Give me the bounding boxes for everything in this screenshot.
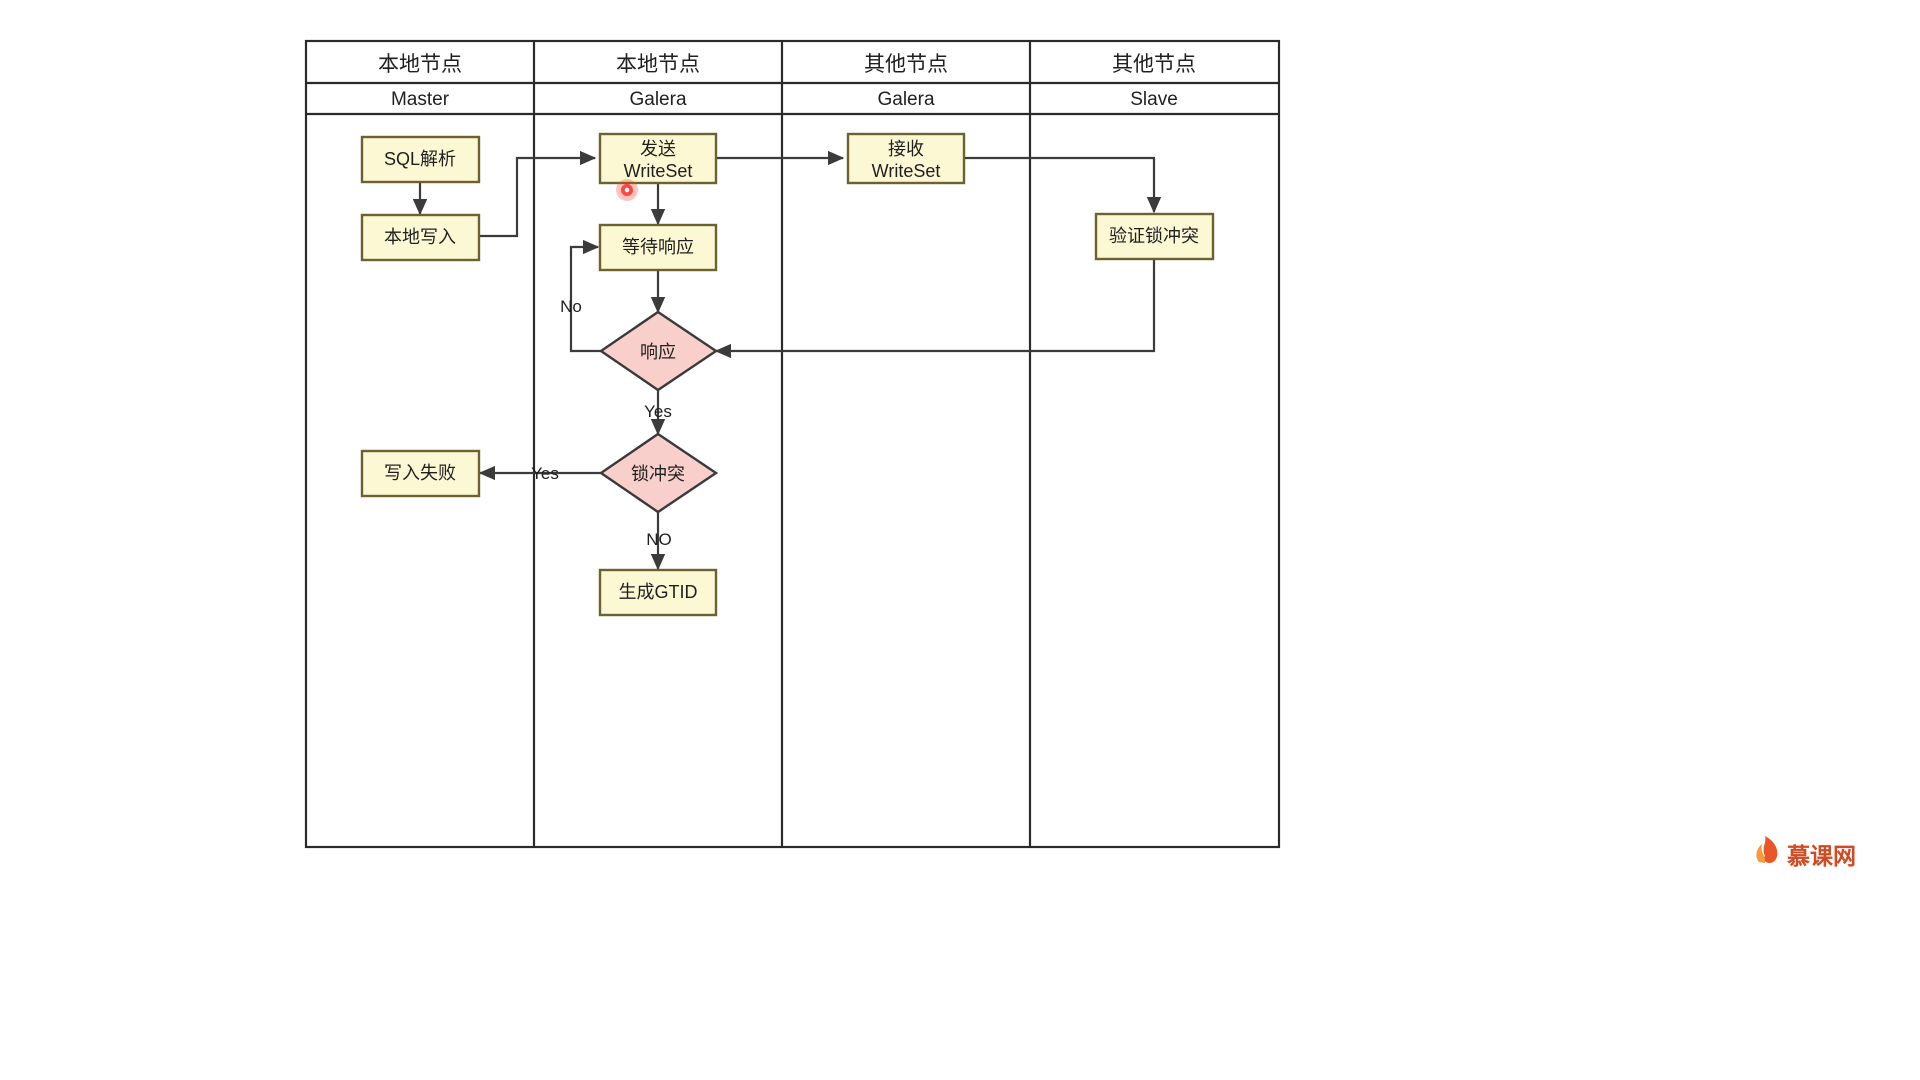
lane-title-galera-other: 其他节点 [864, 53, 948, 76]
node-write-fail[interactable]: 写入失败 [360, 449, 481, 498]
lane-subtitle-galera-other: Galera [877, 89, 934, 110]
node-sql-parse-label: SQL解析 [384, 149, 456, 169]
flame-inner-icon [1756, 844, 1766, 863]
edge-resp-no-to-waitresp [569, 239, 601, 353]
node-wait-response-label: 等待响应 [622, 237, 694, 257]
edge-label-yes-lock: Yes [531, 464, 559, 483]
swimlane-frame [304, 39, 1281, 849]
edge-labels: No Yes Yes NO [531, 297, 672, 549]
edge-localwrite-to-sendws [479, 150, 597, 238]
cursor-center [624, 187, 630, 193]
node-receive-writeset-label-line1: 接收 [888, 139, 924, 159]
node-send-writeset-label-line1: 发送 [640, 139, 676, 159]
node-write-fail-label: 写入失败 [384, 463, 456, 483]
node-send-writeset-shape[interactable] [598, 132, 718, 185]
lane-title-galera-local: 本地节点 [616, 53, 700, 76]
node-generate-gtid-label: 生成GTID [619, 582, 698, 602]
node-generate-gtid[interactable]: 生成GTID [598, 568, 718, 617]
lane-subtitle-galera-local: Galera [629, 89, 686, 110]
watermark: 慕课网 [1756, 836, 1856, 869]
lane-subtitle-master: Master [391, 89, 450, 110]
node-lock-conflict-decision-shape[interactable] [598, 432, 719, 514]
watermark-text: 慕课网 [1786, 843, 1856, 869]
edge-recvws-to-verifylock [965, 156, 1162, 214]
node-lock-conflict-decision[interactable]: 锁冲突 [598, 432, 719, 514]
edge-label-yes-resp: Yes [644, 402, 672, 421]
node-receive-writeset-shape[interactable] [846, 132, 966, 185]
node-sql-parse-shape[interactable] [360, 135, 481, 184]
node-local-write-shape[interactable] [360, 213, 481, 262]
lane-title-master: 本地节点 [378, 53, 462, 76]
lane-outer-border [304, 39, 1281, 849]
edge-verifylock-to-resp [714, 260, 1156, 359]
lane-title-slave: 其他节点 [1112, 53, 1196, 76]
node-verify-lock-conflict[interactable]: 验证锁冲突 [1094, 212, 1215, 261]
node-sql-parse[interactable]: SQL解析 [360, 135, 481, 184]
cursor-click-indicator [616, 179, 638, 201]
node-send-writeset[interactable]: 发送 WriteSet [598, 132, 718, 185]
node-write-fail-shape[interactable] [360, 449, 481, 498]
node-lock-conflict-decision-label: 锁冲突 [631, 464, 685, 484]
node-local-write[interactable]: 本地写入 [360, 213, 481, 262]
node-verify-lock-conflict-label: 验证锁冲突 [1109, 226, 1199, 246]
node-receive-writeset[interactable]: 接收 WriteSet [846, 132, 966, 185]
edge-label-no-lock: NO [646, 530, 672, 549]
node-wait-response-shape[interactable] [598, 223, 718, 272]
node-generate-gtid-shape[interactable] [598, 568, 718, 617]
lane-subtitle-slave: Slave [1130, 89, 1178, 110]
flow-connectors: 等待响应 (left side loop) --> 锁冲突 --> 写入失败 -… [412, 150, 1162, 571]
node-receive-writeset-label-line2: WriteSet [872, 161, 941, 181]
node-verify-lock-conflict-shape[interactable] [1094, 212, 1215, 261]
node-wait-response[interactable]: 等待响应 [598, 223, 718, 272]
flame-icon [1763, 836, 1778, 863]
lane-headers: 本地节点 Master 本地节点 Galera 其他节点 Galera 其他节点… [378, 53, 1196, 110]
edge-label-no-loop: No [560, 297, 582, 316]
node-response-decision-shape[interactable] [598, 310, 719, 392]
node-send-writeset-label-line2: WriteSet [624, 161, 693, 181]
node-response-decision[interactable]: 响应 [598, 310, 719, 392]
node-local-write-label: 本地写入 [384, 227, 456, 247]
node-response-decision-label: 响应 [640, 342, 676, 362]
